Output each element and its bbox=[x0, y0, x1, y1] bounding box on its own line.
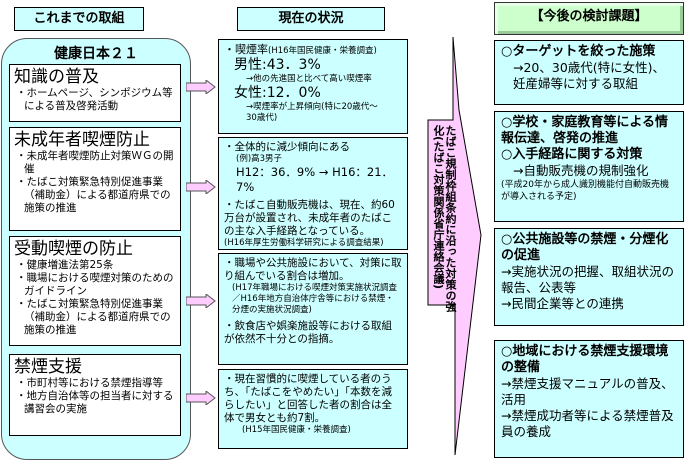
vending-source: (H16年厚生労働科学研究による調査結果) bbox=[224, 238, 384, 248]
smoking-rate-source: (H16年国民健康・栄養調査) bbox=[268, 46, 377, 56]
male-rate-note: →他の先進国と比べて高い喫煙率 bbox=[246, 74, 372, 84]
section-bullet: ・健康増進法第25条 bbox=[16, 259, 114, 271]
section-title: 未成年者喫煙防止 bbox=[14, 130, 150, 150]
future-item: →20、30歳代(特に女性)、妊産婦等に対する取組 bbox=[513, 60, 666, 91]
section-bullet: ・市町村等における禁煙指導等 bbox=[16, 377, 163, 389]
arrow-right-icon bbox=[186, 80, 216, 94]
current-box-cessation: ・現在習慣的に喫煙している者のうち、「たばこをやめたい」「本数を減らしたい」と回… bbox=[218, 369, 408, 449]
past-section-knowledge: 知識の普及 ・ホームページ、シンポジウム等による普及啓発活動 bbox=[9, 64, 181, 122]
arrow-right-icon bbox=[186, 391, 216, 405]
workplace-source: (H17年職場における喫煙対策実施状況調査／H16年地方自治体庁舎等における禁煙… bbox=[232, 283, 398, 315]
smoking-rate-label: ・喫煙率 bbox=[224, 43, 268, 56]
section-bullet: ・たばこ対策緊急特別促進事業（補助金）による都道府県での施策の推進 bbox=[16, 176, 171, 214]
section-title: 知識の普及 bbox=[14, 67, 99, 87]
header-past-initiatives: これまでの取組 bbox=[14, 7, 144, 31]
header-current-label: 現在の状況 bbox=[278, 11, 344, 26]
future-heading-2: ○入手経路に関する対策 bbox=[501, 147, 643, 162]
section-title: 受動喫煙の防止 bbox=[14, 239, 133, 259]
quit-intent: ・現在習慣的に喫煙している者のうち、「たばこをやめたい」「本数を減らしたい」と回… bbox=[224, 373, 392, 424]
restaurants-note: ・飲食店や娯楽施設等における取組が依然不十分との指摘。 bbox=[224, 320, 392, 345]
future-box-target: ○ターゲットを絞った施策 →20、30歳代(特に女性)、妊産婦等に対する取組 bbox=[494, 40, 684, 105]
section-bullet: ・たばこ対策緊急特別促進事業（補助金）による都道府県での施策の推進 bbox=[16, 298, 171, 336]
future-note: (平成20年から成人識別機能付自動販売機が導入される予定) bbox=[501, 180, 669, 202]
section-title: 禁煙支援 bbox=[14, 357, 82, 377]
workplace-measures: ・職場や公共施設において、対策に取り組んでいる割合は増加。 bbox=[224, 257, 402, 282]
vending-machines: ・たばこ自動販売機は、現在、約60万台が設置され、未成年者のたばこの主な入手経路… bbox=[224, 199, 395, 237]
future-heading: ○学校・家庭教育等による情報伝達、啓発の推進 bbox=[501, 115, 668, 146]
section-bullet: ・地方自治体等の担当者に対する講習会の実施 bbox=[16, 390, 174, 415]
minors-trend: ・全体的に減少傾向にある bbox=[224, 141, 350, 153]
center-arrow-text: たばこ規制枠組条約に沿った対策の強化(たばこ対策関係省庁連絡会議) bbox=[430, 125, 457, 315]
section-bullet: ・未成年者喫煙防止対策ＷＧの開催 bbox=[16, 150, 174, 175]
center-arrow-main: たばこ規制枠組条約に沿った対策の強化 bbox=[432, 125, 457, 312]
future-item: →禁煙成功者等による禁煙普及員の養成 bbox=[501, 408, 674, 439]
male-rate: 男性:43．3% bbox=[234, 57, 321, 73]
past-section-passive-smoking: 受動喫煙の防止 ・健康増進法第25条 ・職場における喫煙対策のためのガイドライン… bbox=[9, 236, 181, 346]
arrow-right-icon bbox=[186, 294, 216, 308]
future-item: →自動販売機の規制強化 bbox=[513, 163, 649, 178]
future-heading: ○地域における禁煙支援環境の整備 bbox=[501, 344, 669, 375]
header-future-label: 【今後の検討課題】 bbox=[530, 9, 648, 24]
header-future-issues: 【今後の検討課題】 bbox=[494, 2, 684, 35]
section-bullet: ・ホームページ、シンポジウム等による普及啓発活動 bbox=[16, 87, 173, 112]
future-box-education: ○学校・家庭教育等による情報伝達、啓発の推進 ○入手経路に関する対策 →自動販売… bbox=[494, 111, 684, 222]
current-box-passive: ・職場や公共施設において、対策に取り組んでいる割合は増加。 (H17年職場におけ… bbox=[218, 253, 408, 365]
header-past-label: これまでの取組 bbox=[33, 11, 125, 26]
future-box-public-facilities: ○公共施設等の禁煙・分煙化の促進 →実施状況の把握、取組状況の報告、公表等 →民… bbox=[494, 228, 684, 326]
future-heading: ○ターゲットを絞った施策 bbox=[501, 44, 656, 59]
future-box-regional-support: ○地域における禁煙支援環境の整備 →禁煙支援マニュアルの普及、活用 →禁煙成功者… bbox=[494, 340, 684, 458]
quit-intent-source: (H15年国民健康・栄養調査) bbox=[242, 425, 351, 435]
minors-stat: H12：36．9% → H16：21．7% bbox=[236, 165, 394, 194]
past-panel-title: 健康日本２１ bbox=[54, 46, 138, 62]
header-current-status: 現在の状況 bbox=[237, 7, 385, 31]
center-arrow-sub: (たばこ対策関係省庁連絡会議) bbox=[432, 136, 445, 290]
future-item: →民間企業等との連携 bbox=[501, 296, 624, 311]
current-box-minors: ・全体的に減少傾向にある (例)高3男子 H12：36．9% → H16：21．… bbox=[218, 137, 408, 250]
current-box-smoking-rate: ・喫煙率(H16年国民健康・栄養調査) 男性:43．3% →他の先進国と比べて高… bbox=[218, 39, 408, 134]
future-item: →禁煙支援マニュアルの普及、活用 bbox=[501, 376, 674, 407]
female-rate: 女性:12．0% bbox=[234, 85, 321, 101]
center-large-arrow bbox=[427, 36, 482, 456]
female-rate-note: →喫煙率が上昇傾向(特に20歳代～30歳代) bbox=[246, 102, 378, 123]
future-item: →実施状況の把握、取組状況の報告、公表等 bbox=[501, 264, 674, 295]
arrow-right-icon bbox=[186, 180, 216, 194]
future-heading: ○公共施設等の禁煙・分煙化の促進 bbox=[501, 232, 669, 263]
past-section-minors: 未成年者喫煙防止 ・未成年者喫煙防止対策ＷＧの開催 ・たばこ対策緊急特別促進事業… bbox=[9, 127, 181, 231]
past-section-cessation-support: 禁煙支援 ・市町村等における禁煙指導等 ・地方自治体等の担当者に対する講習会の実… bbox=[9, 354, 181, 436]
section-bullet: ・職場における喫煙対策のためのガイドライン bbox=[16, 272, 174, 297]
minors-example: (例)高3男子 bbox=[236, 154, 283, 164]
